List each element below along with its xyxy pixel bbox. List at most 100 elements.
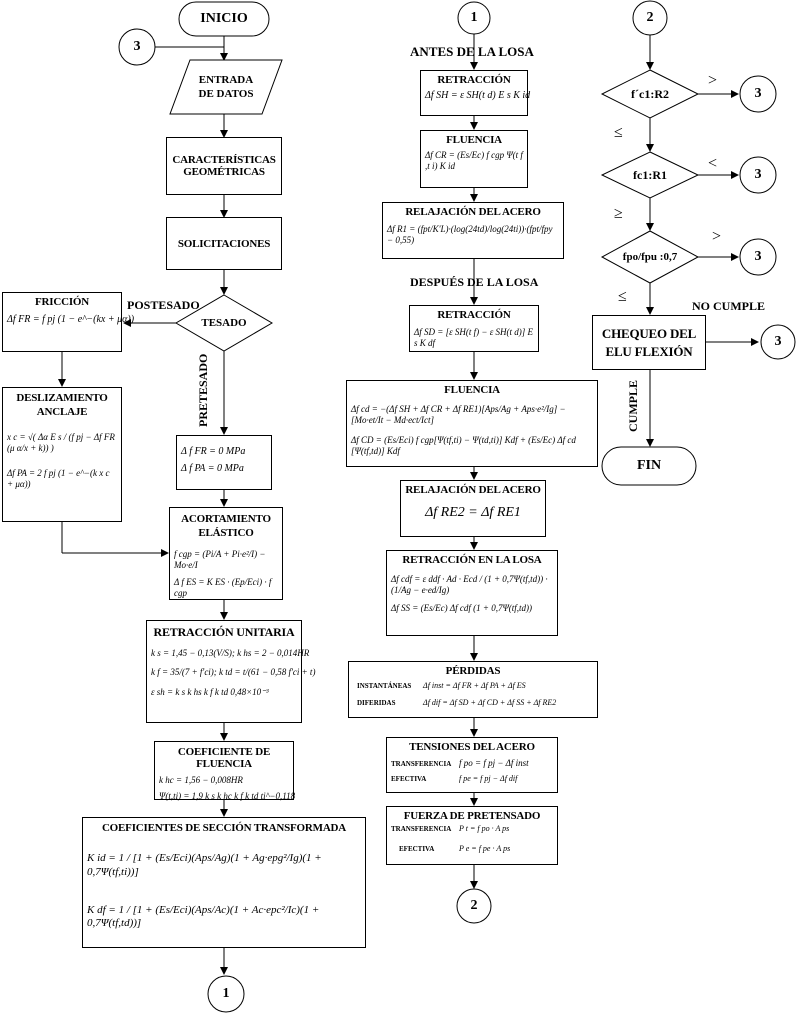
chequeo-elu-box: CHEQUEO DEL ELU FLEXIÓN [592,315,706,370]
fuerza-title: FUERZA DE PRETENSADO [403,810,541,822]
relajacion2-eq: Δf RE2 = Δf RE1 [425,505,521,520]
fluencia2-eq1: Δf cd = −(Δf SH + Δf CR + Δf RE1)[Aps/Ag… [351,404,566,426]
connector-1-bottom-circle [207,975,245,1013]
retraccion1-eq: Δf SH = ε SH(t d) E s K id [425,90,531,101]
fluencia2-box: FLUENCIA Δf cd = −(Δf SH + Δf CR + Δf RE… [346,380,598,467]
fluencia1-eq: Δf CR = (Es/Ec) f cgp Ψ(t f ,t i) K id [425,150,523,172]
relajacion1-title: RELAJACIÓN DEL ACERO [405,206,541,218]
connector-3-d2: 3 [754,167,762,182]
relajacion1-box: RELAJACIÓN DEL ACERO Δf R1 = (fpt/K'L)·(… [382,202,564,259]
relajacion2-box: RELAJACIÓN DEL ACERO Δf RE2 = Δf RE1 [400,480,546,537]
decision2-label: fc1:R1 [633,167,667,182]
decision1-label: f´c1:R2 [631,86,669,101]
pretesado-values-box: Δ f FR = 0 MPa Δ f PA = 0 MPa [176,435,272,490]
decision2-ge: ≥ [614,205,623,222]
pretesado-eq1: Δ f FR = 0 MPa [181,446,246,457]
fuerza-efectiva-label: EFECTIVA [399,845,435,853]
deslizamiento-eq1: x c = √( Δα E s / (f pj − Δf FR (μ α/x +… [7,431,115,453]
connector-3-d3: 3 [754,249,762,264]
decision1-le: ≤ [614,124,623,141]
perdidas-dif-label: DIFERIDAS [357,699,396,707]
retraccion2-eq: Δf SD = [ε SH(t f) − ε SH(t d)] E s K df [414,327,534,349]
connector-3-chequeo: 3 [774,334,782,349]
fuerza-box: FUERZA DE PRETENSADO TRANSFERENCIA P t =… [386,806,558,865]
despues-losa-label: DESPUÉS DE LA LOSA [410,275,539,289]
retraccion-unitaria-eq2: k f = 35/(7 + f'ci); k td = t/(61 − 0,58… [151,667,316,678]
retraccion-losa-eq1: Δf cdf = ε ddf · Ad · Ecd / (1 + 0,7Ψ(tf… [391,574,548,596]
retraccion2-title: RETRACCIÓN [437,309,511,321]
pretesado-eq2: Δ f PA = 0 MPa [181,462,244,474]
tensiones-efectiva-label: EFECTIVA [391,775,427,784]
inicio-label: INICIO [200,11,248,26]
perdidas-inst-eq: Δf inst = Δf FR + Δf PA + Δf ES [423,681,526,690]
connector-2-bottom-label: 2 [470,898,478,913]
connector-3-label: 3 [133,39,141,54]
coef-seccion-eq2: K df = 1 / [1 + (Es/Eci)(Aps/Ac)(1 + Ac·… [87,903,320,930]
friccion-box: FRICCIÓN Δf FR = f pj (1 − e^−(kx + μα)) [2,292,135,352]
relajacion1-eq: Δf R1 = (fpt/K'L)·(log(24td)/log(24ti))·… [387,224,553,246]
perdidas-title: PÉRDIDAS [445,665,501,677]
fluencia1-box: FLUENCIA Δf CR = (Es/Ec) f cgp Ψ(t f ,t … [420,130,528,188]
acortamiento-eq2: Δ f ES = K ES · (Ep/Eci) · f cgp [174,577,272,599]
caracteristicas-box: CARACTERÍSTICAS GEOMÉTRICAS [166,137,282,195]
cumple-label: CUMPLE [626,380,640,432]
coef-fluencia-box: COEFICIENTE DE FLUENCIA k hc = 1,56 − 0,… [154,741,296,802]
tensiones-box: TENSIONES DEL ACERO TRANSFERENCIA f po =… [386,737,558,793]
coef-fluencia-eq2: Ψ(t,ti) = 1,9 k s k hc k f k td ti^−0,11… [159,791,296,802]
deslizamiento-eq2: Δf PA = 2 f pj (1 − e^−(k x c + μα)) [7,468,110,490]
tensiones-title: TENSIONES DEL ACERO [409,741,535,753]
solicitaciones-box: SOLICITACIONES [166,217,282,270]
antes-losa-label: ANTES DE LA LOSA [410,44,534,59]
connector-3-d1: 3 [754,86,762,101]
deslizamiento-box: DESLIZAMIENTO ANCLAJE x c = √( Δα E s / … [2,387,122,522]
acortamiento-title: ACORTAMIENTO ELÁSTICO [181,513,271,540]
acortamiento-box: ACORTAMIENTO ELÁSTICO f cgp = (Pi/A + Pi… [169,507,283,600]
decision3-label: fpo/fpu :0,7 [622,251,678,263]
relajacion2-title: RELAJACIÓN DEL ACERO [405,484,541,496]
coef-fluencia-title: COEFICIENTE DE FLUENCIA [177,746,271,770]
connector-1-top-label: 1 [470,10,478,25]
perdidas-dif-eq: Δf dif = Δf SD + Δf CD + Δf SS + Δf RE2 [423,698,557,707]
friccion-eq: Δf FR = f pj (1 − e^−(kx + μα)) [7,314,135,325]
deslizamiento-title: DESLIZAMIENTO ANCLAJE [16,392,108,419]
retraccion-losa-eq2: Δf SS = (Es/Ec) Δf cdf (1 + 0,7Ψ(tf,td)) [391,602,533,613]
connector-2-bottom-circle [456,888,492,924]
tensiones-efectiva-eq: f pe = f pj − Δf dif [459,774,518,784]
connector-1-bottom-label: 1 [222,986,230,1001]
fin-terminal [601,446,697,486]
coef-seccion-title: COEFICIENTES DE SECCIÓN TRANSFORMADA [101,822,347,834]
entrada-datos-shape [169,59,283,115]
perdidas-box: PÉRDIDAS INSTANTÁNEAS Δf inst = Δf FR + … [348,661,598,718]
pretesado-label: PRETESADO [196,353,210,427]
retraccion-losa-box: RETRACCIÓN EN LA LOSA Δf cdf = ε ddf · A… [386,550,558,636]
fluencia2-title: FLUENCIA [444,384,500,396]
acortamiento-eq1: f cgp = (Pi/A + Pi·e²/I) − Mo·e/I [174,548,266,570]
decision1-gt: > [708,72,718,89]
tesado-label: TESADO [201,317,247,329]
fin-label: FIN [636,458,662,473]
no-cumple-label: NO CUMPLE [692,299,765,313]
coef-fluencia-eq1: k hc = 1,56 − 0,008HR [159,775,243,785]
fluencia2-eq2: Δf CD = (Es/Eci) f cgp[Ψ(tf,ti) − Ψ(td,t… [351,434,576,456]
fuerza-efectiva-eq: P e = f pe · A ps [459,844,511,853]
coef-seccion-box: COEFICIENTES DE SECCIÓN TRANSFORMADA K i… [82,817,366,948]
tensiones-transferencia-eq: f po = f pj − Δf inst [459,758,529,768]
retraccion1-title: RETRACCIÓN [437,74,511,86]
tensiones-transferencia-label: TRANSFERENCIA [391,759,452,768]
fuerza-transferencia-eq: P t = f po · A ps [459,824,510,833]
decision2-lt: < [708,155,718,172]
perdidas-inst-label: INSTANTÁNEAS [357,682,412,690]
retraccion2-box: RETRACCIÓN Δf SD = [ε SH(t f) − ε SH(t d… [409,305,539,352]
decision3-gt: > [712,228,722,245]
postesado-label: POSTESADO [127,298,200,312]
retraccion-unitaria-box: RETRACCIÓN UNITARIA k s = 1,45 − 0,13(V/… [146,620,316,723]
connector-2-top-label: 2 [646,10,654,25]
entrada-datos-label: ENTRADA DE DATOS [198,73,254,100]
retraccion-unitaria-eq3: ε sh = k s k hs k f k td 0,48×10⁻³ [151,686,269,697]
retraccion-losa-title: RETRACCIÓN EN LA LOSA [402,554,542,566]
retraccion-unitaria-title: RETRACCIÓN UNITARIA [153,625,295,639]
friccion-title: FRICCIÓN [34,296,89,308]
fluencia1-title: FLUENCIA [446,134,502,146]
fuerza-transferencia-label: TRANSFERENCIA [391,825,452,833]
